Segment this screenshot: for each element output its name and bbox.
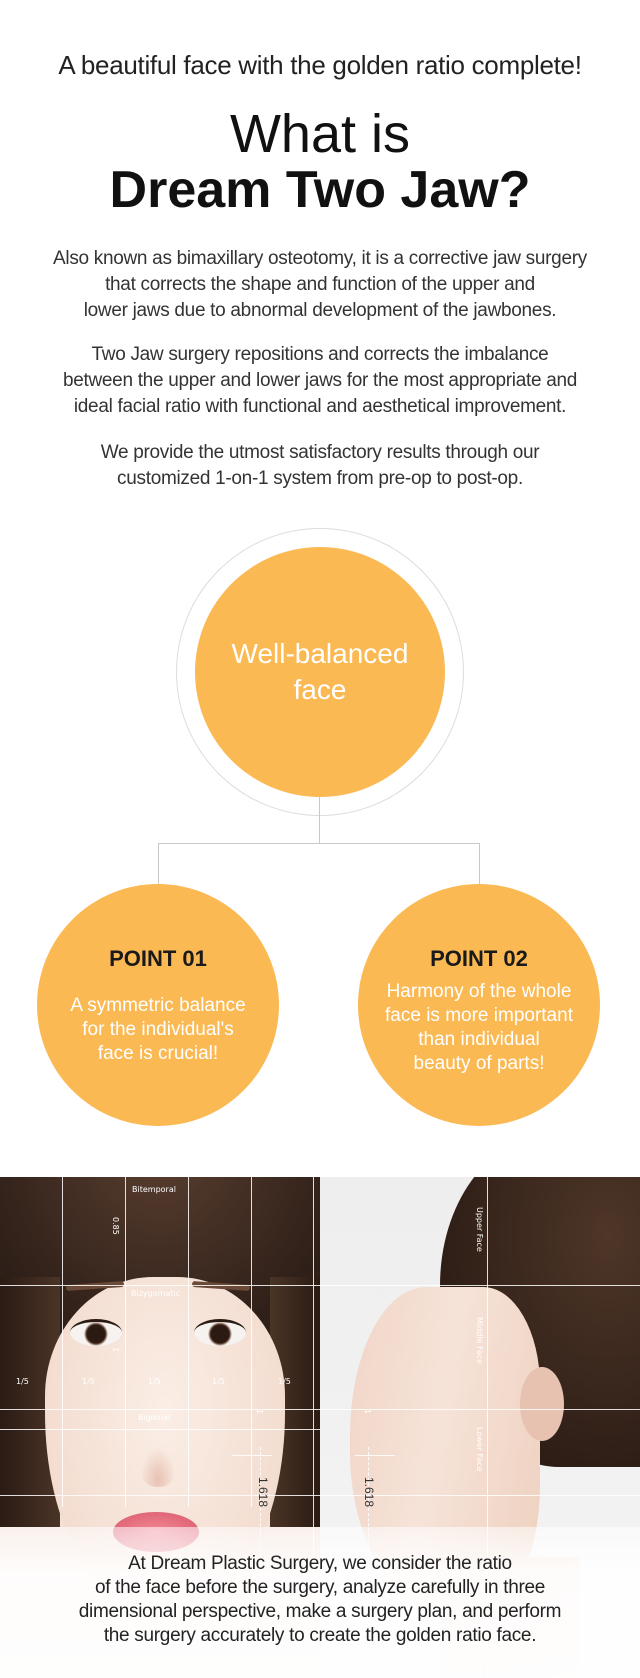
label-middle-face: Middle Face	[475, 1317, 484, 1365]
grid-line	[62, 1177, 63, 1507]
grid-line	[188, 1177, 189, 1507]
text-line: of the face before the surgery, analyze …	[94, 1577, 546, 1598]
connector-vertical	[319, 797, 320, 844]
grid-line	[232, 1455, 272, 1456]
connector-horizontal	[158, 843, 480, 844]
center-label-line-2: face	[293, 674, 347, 705]
eye	[70, 1319, 122, 1346]
dashed-line	[260, 1447, 261, 1567]
point-01-text: A symmetric balance for the individual's…	[47, 994, 269, 1066]
text-line: face is crucial!	[97, 1043, 219, 1064]
grid-line	[0, 1429, 320, 1430]
closing-paragraph: At Dream Plastic Surgery, we consider th…	[20, 1552, 620, 1648]
label-upper-face: Upper Face	[475, 1207, 484, 1252]
label-ratio-1-right: 1	[363, 1409, 372, 1415]
text-line: between the upper and lower jaws for the…	[62, 370, 578, 391]
label-fifth: 1/5	[16, 1377, 29, 1386]
grid-line	[355, 1455, 395, 1456]
label-ratio-1618-left: 1.618	[256, 1477, 270, 1508]
connector-left-drop	[158, 843, 159, 885]
grid-line	[251, 1177, 252, 1507]
text-overlay	[0, 1527, 640, 1678]
label-lower-face: Lower Face	[475, 1427, 484, 1472]
label-fifth: 1/5	[212, 1377, 225, 1386]
grid-line	[0, 1409, 640, 1410]
intro-paragraph-3: We provide the utmost satisfactory resul…	[20, 440, 620, 492]
text-line: lower jaws due to abnormal development o…	[83, 300, 557, 321]
label-ratio-1618-right: 1.618	[362, 1477, 376, 1508]
intro-paragraph-1: Also known as bimaxillary osteotomy, it …	[20, 246, 620, 324]
center-label-line-1: Well-balanced	[231, 638, 409, 669]
title-dream-two-jaw: Dream Two Jaw?	[109, 161, 531, 219]
text-line: A symmetric balance	[70, 995, 246, 1016]
point-01-circle: POINT 01 A symmetric balance for the ind…	[37, 884, 279, 1126]
dashed-line	[368, 1447, 369, 1567]
text-line: Also known as bimaxillary osteotomy, it …	[53, 248, 587, 269]
tagline: A beautiful face with the golden ratio c…	[58, 50, 582, 80]
label-fifth: 1/5	[278, 1377, 291, 1386]
label-ratio-085: 0.85	[111, 1217, 120, 1235]
label-bitemporal: Bitemporal	[132, 1185, 176, 1194]
intro-paragraph-2: Two Jaw surgery repositions and corrects…	[20, 342, 620, 420]
label-ratio-1-lower: 1	[255, 1409, 264, 1415]
title-what-is: What is	[229, 104, 411, 164]
well-balanced-face-circle: Well-balanced face	[195, 547, 445, 797]
grid-line	[0, 1495, 640, 1496]
label-bizygomatic: Bizygomatic	[131, 1289, 181, 1298]
connector-right-drop	[479, 843, 480, 885]
grid-line	[0, 1285, 640, 1286]
text-line: the surgery accurately to create the gol…	[103, 1625, 537, 1646]
point-01-title: POINT 01	[109, 946, 207, 971]
text-line: Harmony of the whole	[386, 981, 572, 1002]
text-line: that corrects the shape and function of …	[105, 274, 535, 295]
ear	[520, 1367, 564, 1441]
text-line: customized 1-on-1 system from pre-op to …	[117, 468, 523, 489]
grid-line	[313, 1177, 314, 1678]
nose	[140, 1447, 176, 1487]
text-line: Two Jaw surgery repositions and corrects…	[91, 344, 549, 365]
text-line: than individual	[418, 1029, 540, 1050]
label-bigonial: Bigonial	[138, 1413, 171, 1422]
label-fifth: 1/5	[82, 1377, 95, 1386]
outer-ring	[176, 528, 464, 816]
eye	[194, 1319, 246, 1346]
text-line: beauty of parts!	[413, 1053, 545, 1074]
point-02-title: POINT 02	[430, 946, 528, 971]
point-02-text: Harmony of the whole face is more import…	[368, 980, 590, 1076]
label-fifth: 1/5	[148, 1377, 161, 1386]
text-line: for the individual's	[82, 1019, 234, 1040]
text-line: dimensional perspective, make a surgery …	[78, 1601, 562, 1622]
text-line: We provide the utmost satisfactory resul…	[100, 442, 540, 463]
grid-line	[487, 1177, 488, 1678]
grid-line	[125, 1177, 126, 1507]
text-line: ideal facial ratio with functional and a…	[73, 396, 567, 417]
point-02-circle: POINT 02 Harmony of the whole face is mo…	[358, 884, 600, 1126]
text-line: At Dream Plastic Surgery, we consider th…	[128, 1553, 512, 1574]
text-line: face is more important	[385, 1005, 573, 1026]
label-ratio-1: 1	[111, 1347, 120, 1353]
